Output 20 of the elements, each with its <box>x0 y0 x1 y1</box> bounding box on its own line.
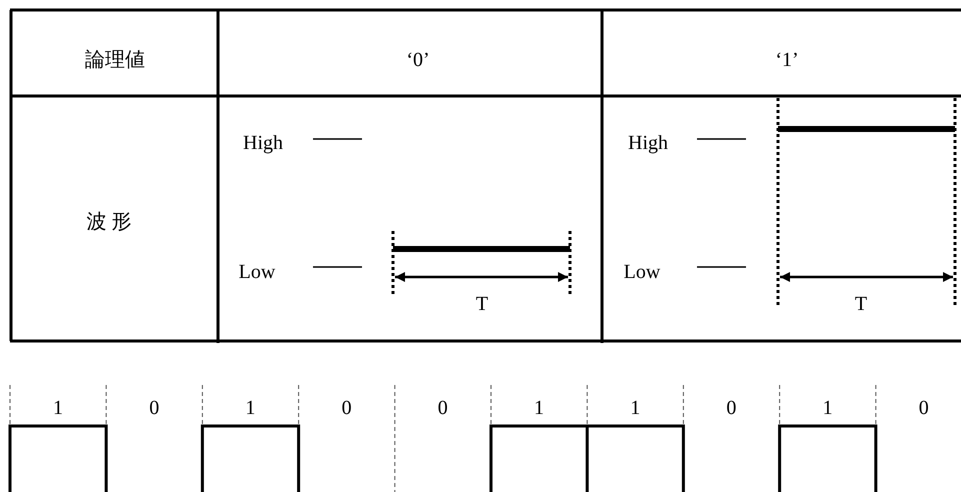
bit-value: 0 <box>918 398 929 418</box>
bit-value: 1 <box>630 398 640 418</box>
header-text: 論理値 <box>85 50 145 70</box>
level-label: High <box>628 133 668 153</box>
bit-value: 1 <box>534 398 544 418</box>
bit-value: 1 <box>53 398 63 418</box>
level-label: Low <box>238 262 276 282</box>
column-header: ‘0’ <box>406 50 430 70</box>
period-label: T <box>476 294 488 314</box>
bit-value: 1 <box>245 398 256 418</box>
period-label: T <box>854 294 868 314</box>
level-label: Low <box>624 262 660 282</box>
bit-value: 1 <box>822 398 833 418</box>
level-label: High <box>243 133 283 153</box>
bit-value: 0 <box>342 398 352 418</box>
bit-value: 0 <box>726 398 736 418</box>
bit-value: 0 <box>149 398 160 418</box>
bit-value: 0 <box>438 398 448 418</box>
column-header: ‘1’ <box>775 50 799 70</box>
row-header: 波 形 <box>86 212 132 232</box>
